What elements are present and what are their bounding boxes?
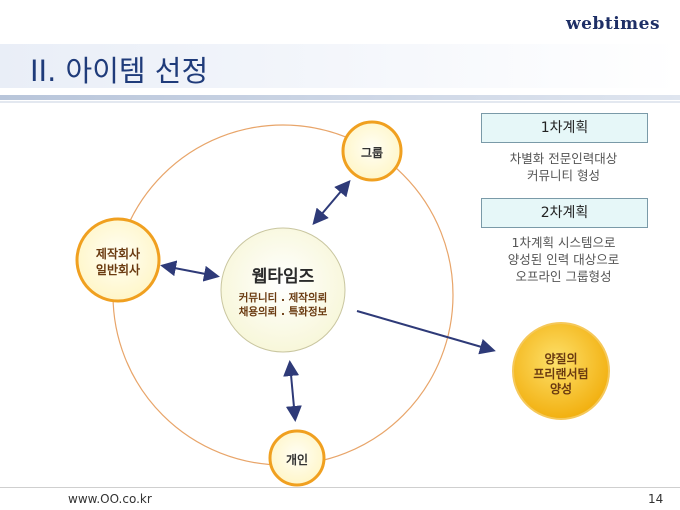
title-divider [0,95,680,100]
freelancer-label-3: 양성 [549,382,573,396]
page-title: II. 아이템 선정 [30,54,209,88]
center-line1: 커뮤니티 . 제작의뢰 [238,292,328,304]
companies-node [75,217,161,303]
title-band [0,44,680,88]
center-line2: 채용의뢰 . 특화정보 [238,306,328,318]
freelancer-label-1: 양질의 [544,352,578,366]
center-title: 웹타임즈 [251,267,315,287]
plan1-label-box: 1차계획 [481,113,648,143]
plan2-desc-1: 1차계획 시스템으로 [511,235,616,250]
plan2-desc-2: 양성된 인력 대상으로 [507,252,620,267]
plan2-label-box: 2차계획 [481,198,648,228]
footer-divider [0,487,680,488]
plan2-desc-3: 오프라인 그룹형성 [515,269,612,284]
arrow-center-freelancer [356,310,496,355]
footer-url: www.OO.co.kr [68,492,152,506]
plan1-desc-2: 커뮤니티 형성 [527,168,600,183]
group-node [341,120,403,182]
arrow-center-group [312,179,351,226]
individual-label: 개인 [285,453,309,467]
individual-node [268,429,326,487]
webtimes-logo: webtimes [566,14,661,34]
arrow-center-individual [283,360,302,422]
companies-label-1: 제작회사 [95,247,141,261]
center-circle [220,227,346,353]
title-divider-thin [0,101,680,103]
page-number: 14 [648,492,664,506]
freelancer-node [512,322,610,420]
companies-label-2: 일반회사 [95,263,141,277]
freelancer-label-2: 프리랜서텀 [533,367,589,381]
arrow-center-companies [160,260,220,282]
plan1-desc-1: 차별화 전문인력대상 [509,151,618,166]
group-label: 그룹 [360,146,384,160]
